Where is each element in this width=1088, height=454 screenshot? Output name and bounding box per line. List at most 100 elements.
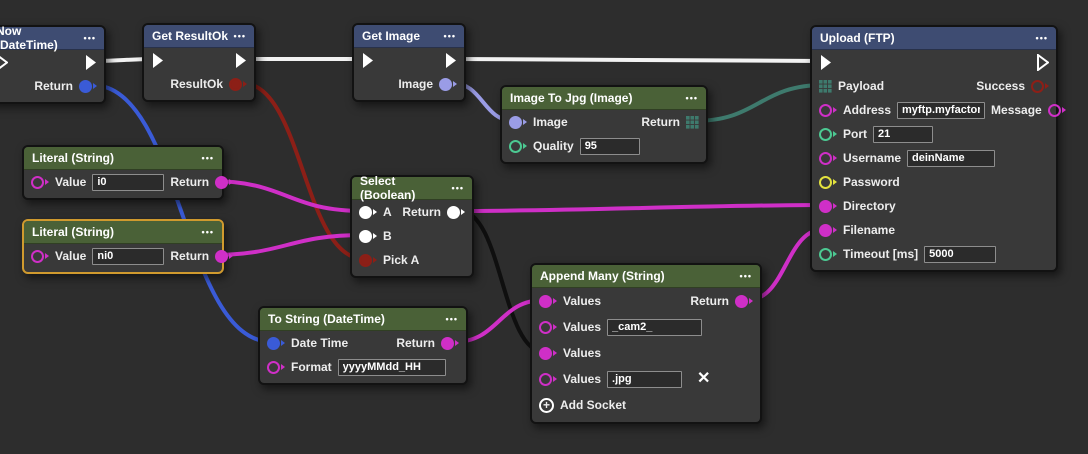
- node-row: ValueReturn: [24, 170, 234, 194]
- value-input[interactable]: [92, 247, 165, 265]
- input-port[interactable]: [267, 336, 285, 350]
- node-header-select-boolean[interactable]: Select (Boolean)•••: [352, 174, 472, 202]
- node-title: Now (DateTime): [0, 24, 58, 52]
- output-port[interactable]: [215, 175, 234, 189]
- input-port[interactable]: [539, 294, 557, 308]
- node-upload-ftp[interactable]: Upload (FTP)•••PayloadSuccessAddressMess…: [810, 25, 1066, 272]
- input-port[interactable]: [509, 139, 527, 153]
- input-port[interactable]: [539, 346, 557, 360]
- output-exec-pin[interactable]: [444, 52, 457, 69]
- input-exec-pin[interactable]: [0, 54, 8, 71]
- input-exec-pin[interactable]: [819, 54, 832, 71]
- input-port[interactable]: [819, 199, 837, 213]
- input-port[interactable]: [539, 372, 557, 386]
- input-exec-pin[interactable]: [151, 52, 164, 69]
- input-port-label: Payload: [838, 79, 885, 93]
- node-row: [812, 50, 1056, 74]
- node-header-get-resultok[interactable]: Get ResultOk•••: [144, 25, 254, 48]
- node-menu-icon[interactable]: •••: [201, 152, 214, 163]
- node-menu-icon[interactable]: •••: [739, 270, 752, 281]
- output-port[interactable]: [79, 79, 97, 93]
- value-input[interactable]: [907, 149, 996, 167]
- output-exec-pin[interactable]: [1036, 53, 1049, 71]
- input-bytes-port-icon[interactable]: [819, 79, 832, 93]
- node-header-literal-string-2[interactable]: Literal (String)•••: [24, 221, 222, 244]
- output-bytes-port-icon[interactable]: [686, 115, 699, 129]
- node-menu-icon[interactable]: •••: [233, 30, 246, 41]
- input-port[interactable]: [819, 151, 837, 165]
- value-input[interactable]: [337, 358, 446, 376]
- value-input[interactable]: [873, 125, 933, 143]
- input-port[interactable]: [819, 127, 837, 141]
- node-header-upload-ftp[interactable]: Upload (FTP)•••: [812, 27, 1056, 50]
- node-row: Values: [532, 314, 760, 340]
- output-port[interactable]: [441, 336, 459, 350]
- input-port-label: Values: [563, 346, 602, 360]
- node-row: Password: [812, 170, 1056, 194]
- input-exec-pin[interactable]: [361, 52, 374, 69]
- input-port[interactable]: [509, 115, 527, 129]
- remove-socket-icon[interactable]: ✕: [697, 370, 711, 387]
- node-menu-icon[interactable]: •••: [1035, 32, 1048, 43]
- output-port[interactable]: [1031, 79, 1049, 93]
- node-row: Filename: [812, 218, 1056, 242]
- output-exec-pin[interactable]: [234, 52, 247, 69]
- input-port[interactable]: [359, 253, 377, 267]
- node-get-resultok[interactable]: Get ResultOk•••ResultOk: [142, 23, 256, 102]
- node-literal-string-1[interactable]: Literal (String)•••ValueReturn: [22, 145, 234, 200]
- node-row: AddressMessage: [812, 98, 1066, 122]
- input-port[interactable]: [31, 249, 49, 263]
- node-header-now[interactable]: Now (DateTime) •••: [0, 24, 104, 52]
- node-menu-icon[interactable]: •••: [83, 32, 96, 43]
- output-port[interactable]: [439, 77, 457, 91]
- input-port[interactable]: [267, 360, 285, 374]
- input-port[interactable]: [819, 175, 837, 189]
- node-literal-string-2[interactable]: Literal (String)•••ValueReturn: [22, 219, 234, 274]
- input-port-label: Pick A: [383, 253, 420, 267]
- output-port[interactable]: [1047, 103, 1066, 117]
- input-port[interactable]: [819, 223, 837, 237]
- input-port-label: Filename: [843, 223, 896, 237]
- input-port[interactable]: [819, 247, 837, 261]
- node-row: [0, 50, 104, 74]
- node-get-image[interactable]: Get Image•••Image: [352, 23, 466, 102]
- node-menu-icon[interactable]: •••: [201, 226, 214, 237]
- value-input[interactable]: [924, 245, 997, 263]
- output-port[interactable]: [229, 77, 247, 91]
- add-socket-icon[interactable]: +: [539, 397, 554, 413]
- input-port[interactable]: [539, 320, 557, 334]
- add-socket-button[interactable]: + Add Socket: [532, 392, 760, 418]
- value-input[interactable]: [607, 318, 703, 336]
- value-input[interactable]: [897, 101, 986, 119]
- input-port-label: Port: [843, 127, 867, 141]
- value-input[interactable]: [92, 173, 165, 191]
- node-menu-icon[interactable]: •••: [443, 30, 456, 41]
- output-port[interactable]: [735, 294, 753, 308]
- input-port[interactable]: [31, 175, 49, 189]
- output-port[interactable]: [215, 249, 234, 263]
- input-port[interactable]: [359, 229, 377, 243]
- value-input[interactable]: [579, 137, 640, 155]
- node-menu-icon[interactable]: •••: [451, 182, 464, 193]
- node-menu-icon[interactable]: •••: [685, 92, 698, 103]
- value-input[interactable]: [607, 370, 683, 388]
- node-row: Timeout [ms]: [812, 242, 1056, 266]
- node-row: Format: [260, 355, 466, 379]
- input-port[interactable]: [819, 103, 837, 117]
- node-header-append-many[interactable]: Append Many (String)•••: [532, 265, 760, 288]
- add-socket-label[interactable]: Add Socket: [560, 398, 627, 412]
- node-header-image-to-jpg[interactable]: Image To Jpg (Image)•••: [502, 87, 706, 110]
- output-exec-pin[interactable]: [84, 54, 97, 71]
- node-menu-icon[interactable]: •••: [445, 313, 458, 324]
- output-port[interactable]: [447, 205, 465, 219]
- node-now[interactable]: Now (DateTime)•••Return: [0, 24, 106, 104]
- node-header-literal-string-1[interactable]: Literal (String)•••: [24, 147, 222, 170]
- node-header-to-string-datetime[interactable]: To String (DateTime)•••: [260, 308, 466, 331]
- input-port[interactable]: [359, 205, 377, 219]
- node-header-get-image[interactable]: Get Image•••: [354, 25, 464, 48]
